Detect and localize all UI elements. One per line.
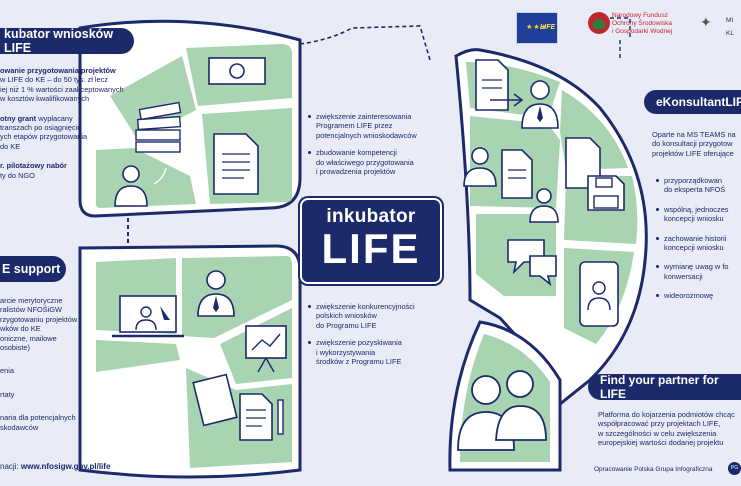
- woman-avatar-icon: [114, 165, 148, 207]
- find-partner-text: Platforma do kojarzenia podmiotów chcąc …: [598, 410, 735, 448]
- credit-logo: PG: [728, 462, 741, 475]
- nfosigw-link[interactable]: www.nfosigw.gov.pl/life: [20, 462, 111, 471]
- e-support-header: E support: [0, 256, 66, 282]
- bullet-dot: [656, 236, 659, 240]
- chat-bubbles-icon: [507, 239, 557, 287]
- center-bullet: zwiększenie pozyskiwania i wykorzystywan…: [308, 338, 456, 366]
- document-icon-2: [501, 149, 533, 199]
- document-arrow-icon: [475, 59, 524, 111]
- bullet-dot: [656, 294, 659, 298]
- center-bottom-bullets: zwiększenie konkurencyjności polskich wn…: [308, 302, 456, 366]
- pilot-title: r. pilotażowy nabór: [0, 161, 67, 171]
- document-icon: [213, 133, 259, 195]
- banknote-icon: [208, 57, 266, 85]
- documents-pen-icon: [192, 373, 284, 441]
- ekonsultant-intro: Oparte na MS TEAMS na do konsultacji prz…: [652, 130, 736, 158]
- bullet-dot: [656, 207, 659, 211]
- bullet-dot: [308, 151, 311, 155]
- bullet-dot: [656, 265, 659, 269]
- man-avatar-icon-3: [463, 147, 497, 187]
- eu-flag-logo: ★★★: [516, 12, 558, 44]
- wheel-bottom-left: [78, 244, 302, 479]
- floppy-disk-icon: [587, 175, 625, 211]
- incubator-header: kubator wniosków LIFE: [0, 27, 134, 55]
- grant-title: otny grant: [0, 113, 37, 123]
- nfos-name: Narodowy Fundusz Ochrony Środowiska i Go…: [612, 12, 673, 35]
- laptop-presenter-icon: [112, 295, 184, 338]
- bullet-dot: [308, 115, 311, 118]
- credit-text: Opracowanie Polska Grupa Infograficzna: [594, 466, 713, 473]
- chart-easel-icon: [245, 325, 287, 373]
- center-bullet: zwiększenie konkurencyjności polskich wn…: [308, 302, 456, 330]
- feature-item: wideorozmowę: [656, 291, 741, 300]
- center-bullet: zwiększenie zainteresowania Programem LI…: [308, 112, 456, 140]
- ekonsultant-features: przyporządkowan do eksperta NFOŚ wspólną…: [656, 176, 741, 301]
- money-stack-icon: [135, 101, 182, 153]
- bullet-dot: [656, 179, 659, 182]
- eagle-emblem-icon: ✦: [700, 14, 712, 30]
- find-partner-header: Find your partner for LIFE: [588, 373, 741, 401]
- feature-item: zachowanie historii koncepcji wniosku: [656, 234, 741, 253]
- logo-big-text: LIFE: [321, 225, 421, 272]
- feature-item: wymianę uwag w fo konwersacji: [656, 262, 741, 281]
- left-top-text: owanie przygotowania projektów w LIFE do…: [0, 66, 124, 180]
- man-avatar-icon: [197, 270, 235, 317]
- phone-person-icon: [579, 261, 619, 327]
- eu-life-label: LIFE: [540, 24, 556, 31]
- eu-stars: ★★★: [526, 24, 548, 31]
- ministry-name: MI KL: [726, 17, 734, 37]
- ekonsultant-header: eKonsultantLIF: [644, 90, 741, 114]
- nfos-logo: [588, 12, 610, 38]
- feature-item: przyporządkowan do eksperta NFOŚ: [656, 176, 741, 195]
- center-bullet: zbudowanie kompetencji do właściwego prz…: [308, 148, 456, 176]
- woman-avatar-icon-2: [529, 188, 559, 223]
- feature-item: wspólną, jednoczes koncepcji wniosku: [656, 205, 741, 224]
- left-bottom-text: arcie merytoryczne ralistów NFOŚiGW rzyg…: [0, 296, 78, 432]
- inkubator-life-logo: inkubator LIFE: [300, 198, 442, 284]
- bullet-dot: [308, 305, 311, 308]
- footer-link-line: nacji: www.nfosigw.gov.pl/life: [0, 462, 111, 471]
- group-people-icon: [457, 370, 547, 451]
- center-top-bullets: zwiększenie zainteresowania Programem LI…: [308, 112, 456, 176]
- funding-title: owanie przygotowania projektów: [0, 66, 116, 75]
- man-avatar-icon-2: [521, 80, 559, 129]
- bullet-dot: [308, 341, 311, 345]
- logo-small-text: inkubator: [326, 206, 416, 227]
